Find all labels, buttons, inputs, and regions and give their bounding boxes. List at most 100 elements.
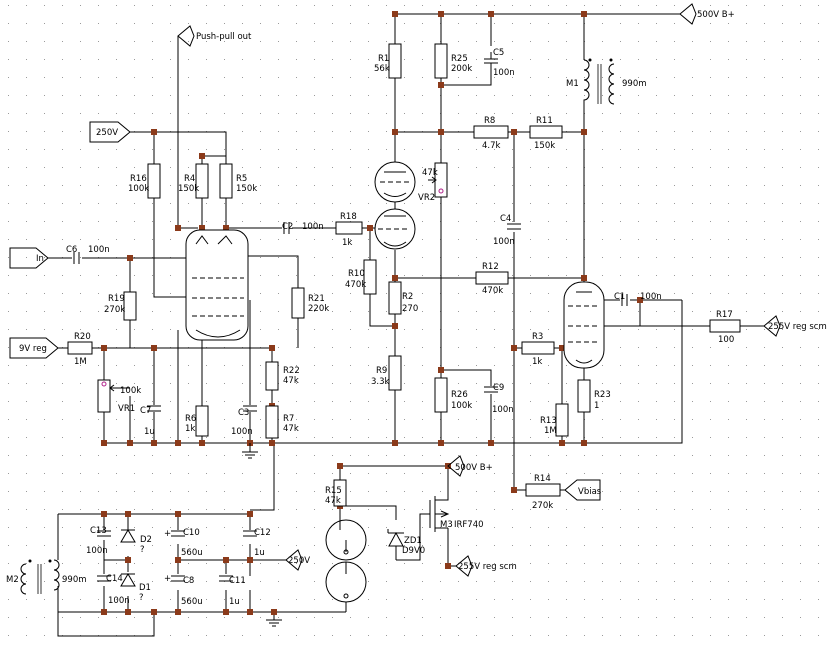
transformer-m2: M2 990m: [6, 559, 87, 595]
potentiometer-vr1: 100k VR1: [97, 379, 141, 414]
svg-text:C2: C2: [282, 222, 293, 232]
resistor-r21: R21 220k: [291, 287, 329, 319]
svg-text:47k: 47k: [422, 168, 438, 178]
resistor-r18: R18 1k: [335, 212, 363, 248]
svg-text:100k: 100k: [120, 386, 141, 396]
resistor-r3: R3 1k: [521, 332, 555, 367]
svg-text:M3: M3: [440, 520, 453, 530]
svg-text:1k: 1k: [342, 238, 352, 248]
svg-text:200k: 200k: [451, 64, 472, 74]
svg-text:R16: R16: [130, 174, 147, 184]
resistor-r17: R17 100: [709, 310, 741, 345]
svg-text:C13: C13: [90, 526, 107, 536]
capacitor-c13: C13 100n: [86, 526, 111, 556]
svg-text:R3: R3: [532, 332, 543, 342]
svg-text:500V B+: 500V B+: [697, 10, 735, 20]
svg-text:4.7k: 4.7k: [482, 141, 501, 151]
svg-text:R21: R21: [308, 294, 325, 304]
tube-regulator-upper: [325, 519, 367, 561]
capacitor-c7: C7 1u: [140, 405, 161, 437]
svg-text:100n: 100n: [302, 222, 324, 232]
svg-text:220k: 220k: [308, 304, 329, 314]
port-250v-left: 250V: [89, 121, 131, 143]
tube-regulator-lower: [325, 561, 367, 603]
port-500v-b-plus-top: 500V B+: [679, 3, 735, 25]
svg-text:R17: R17: [716, 310, 733, 320]
svg-text:M1: M1: [566, 79, 579, 89]
svg-text:470k: 470k: [345, 280, 366, 290]
svg-text:C11: C11: [229, 576, 246, 586]
resistor-r7: R7 47k: [265, 405, 299, 439]
svg-text:R12: R12: [482, 262, 499, 272]
svg-text:C5: C5: [493, 48, 504, 58]
resistor-r1: R1 56k: [374, 43, 402, 79]
svg-text:D2: D2: [140, 535, 152, 545]
svg-text:VR1: VR1: [118, 404, 135, 414]
capacitor-c8: + C8 560u: [164, 574, 203, 607]
triode-lower: [374, 208, 416, 250]
resistor-r15: R15 47k: [325, 479, 347, 507]
transformer-m1: M1 990m: [566, 58, 647, 106]
svg-text:C14: C14: [106, 574, 123, 584]
resistor-r26: R26 100k: [434, 377, 472, 413]
resistor-r2: R2 270: [388, 281, 418, 315]
svg-text:R23: R23: [594, 390, 611, 400]
svg-text:R1: R1: [378, 54, 389, 64]
svg-text:R25: R25: [451, 54, 468, 64]
resistor-r12: R12 470k: [475, 262, 509, 296]
svg-text:M2: M2: [6, 575, 19, 585]
svg-text:R5: R5: [236, 174, 247, 184]
svg-text:560u: 560u: [181, 548, 203, 558]
svg-text:47k: 47k: [283, 376, 299, 386]
svg-text:R10: R10: [348, 269, 365, 279]
svg-text:1u: 1u: [144, 427, 155, 437]
capacitor-c6: C6 100n: [66, 245, 110, 264]
junctions: [101, 11, 643, 615]
port-9v-reg: 9V reg: [9, 337, 59, 359]
svg-text:D9V0: D9V0: [402, 546, 425, 556]
svg-text:+: +: [164, 574, 171, 584]
svg-text:3.3k: 3.3k: [371, 377, 390, 387]
svg-text:R13: R13: [540, 416, 557, 426]
svg-text:R22: R22: [283, 366, 300, 376]
svg-text:150k: 150k: [236, 184, 257, 194]
resistor-r10: R10 470k: [345, 259, 377, 295]
capacitor-c3: C3 100n: [231, 405, 257, 437]
mosfet-m3: M3 IRF740: [429, 486, 484, 554]
svg-text:C3: C3: [238, 408, 249, 418]
svg-text:990m: 990m: [62, 575, 87, 585]
svg-text:1u: 1u: [229, 597, 240, 607]
svg-text:100n: 100n: [231, 427, 253, 437]
svg-text:100: 100: [718, 335, 734, 345]
svg-text:100k: 100k: [128, 184, 149, 194]
power-tube-left: [185, 229, 249, 341]
diode-d2: D2 ?: [120, 529, 152, 555]
triode-upper: [374, 161, 416, 203]
svg-text:C1: C1: [614, 292, 625, 302]
svg-text:R9: R9: [376, 366, 387, 376]
svg-text:1u: 1u: [254, 548, 265, 558]
svg-text:9V reg: 9V reg: [19, 344, 47, 354]
resistor-r20: R20 1M: [67, 332, 93, 367]
svg-text:?: ?: [140, 545, 145, 555]
svg-text:47k: 47k: [325, 496, 341, 506]
capacitor-c14: C14 100n: [97, 574, 130, 606]
pentode-right: [563, 281, 605, 369]
svg-text:47k: 47k: [283, 424, 299, 434]
svg-text:Push-pull out: Push-pull out: [196, 32, 252, 42]
svg-text:100n: 100n: [493, 68, 515, 78]
svg-text:500V B+: 500V B+: [455, 463, 493, 473]
svg-text:270k: 270k: [104, 305, 125, 315]
port-push-pull-out: Push-pull out: [177, 25, 252, 47]
port-vbias: Vbias: [564, 479, 602, 501]
svg-text:R19: R19: [108, 294, 125, 304]
svg-text:1M: 1M: [544, 426, 557, 436]
svg-text:100n: 100n: [86, 546, 108, 556]
svg-text:?: ?: [139, 593, 144, 603]
port-255v-reg-scm-bottom: 255V reg scm: [455, 555, 517, 577]
zener-diode-zd1: ZD1 D9V0: [387, 529, 425, 556]
port-in: In: [9, 247, 49, 269]
svg-text:C9: C9: [493, 383, 504, 393]
svg-text:100n: 100n: [492, 405, 514, 415]
